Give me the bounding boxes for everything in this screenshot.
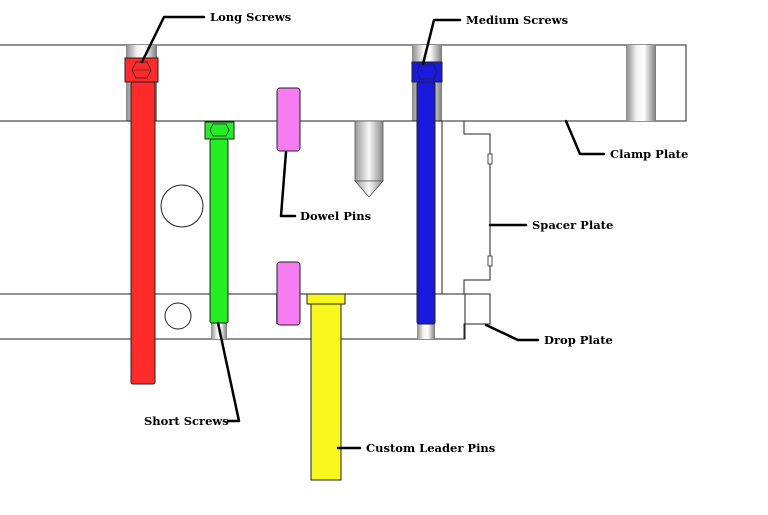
small-hole: [164, 302, 192, 330]
leader-long-screws: [140, 15, 206, 64]
label-clamp-plate: Clamp Plate: [610, 147, 688, 161]
long-screw: [124, 57, 159, 385]
custom-leader-pin: [306, 293, 346, 481]
spacer-notch-bottom: [487, 255, 493, 267]
leader-medium-screws: [421, 18, 462, 66]
drop-plate-step: [463, 293, 491, 339]
clamp-bore-right: [626, 45, 656, 121]
clamp-plate: [0, 44, 687, 122]
spacer-plate-step: [442, 120, 491, 294]
large-hole: [160, 184, 204, 228]
label-custom-leader-pins: Custom Leader Pins: [366, 441, 495, 455]
dowel-pin-top: [276, 87, 301, 152]
support-pin: [354, 120, 384, 198]
label-drop-plate: Drop Plate: [544, 333, 613, 347]
short-screw: [204, 121, 235, 324]
label-dowel-pins: Dowel Pins: [300, 209, 371, 223]
label-long-screws: Long Screws: [210, 10, 291, 24]
dowel-pin-bottom: [276, 261, 301, 326]
leader-dowel-pins: [279, 150, 297, 218]
label-short-screws: Short Screws: [144, 414, 229, 428]
leader-clamp-plate: [564, 119, 606, 156]
label-spacer-plate: Spacer Plate: [532, 218, 613, 232]
leader-short-screws: [216, 321, 241, 423]
drop-plate: [0, 293, 466, 340]
medium-screw: [411, 61, 443, 325]
leader-drop-plate: [484, 323, 540, 342]
spacer-notch-top: [487, 153, 493, 165]
label-medium-screws: Medium Screws: [466, 13, 568, 27]
